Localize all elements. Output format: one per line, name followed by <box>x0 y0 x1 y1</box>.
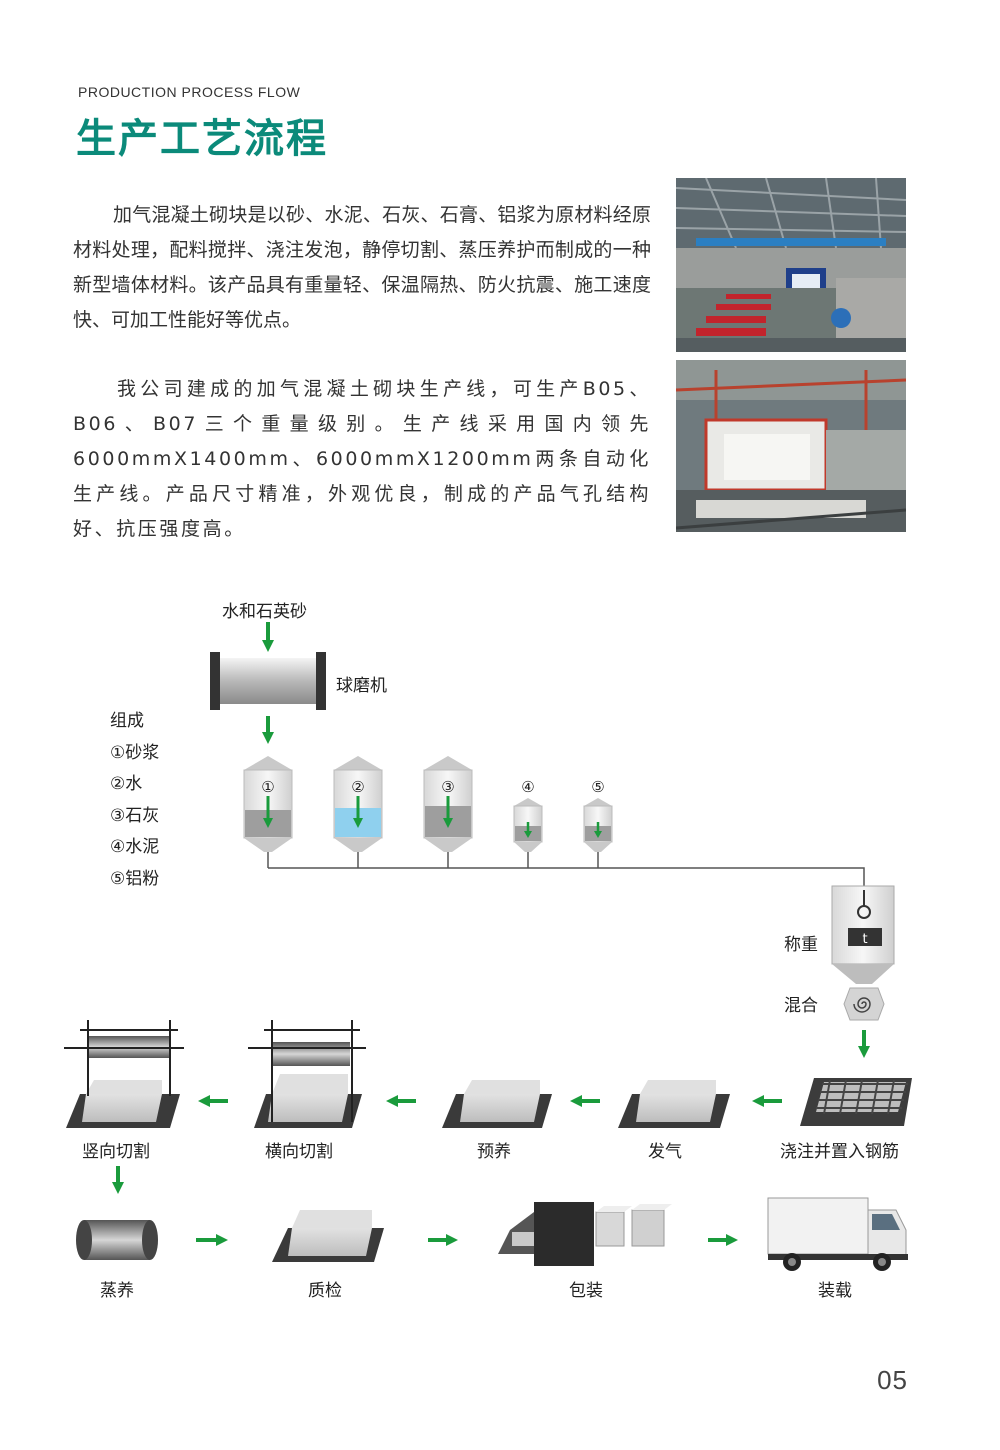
process-flow-diagram: ① ② ③ ④ ⑤ t <box>64 622 912 1271</box>
step-precure-label: 预养 <box>477 1142 511 1162</box>
silo-number: ③ <box>441 778 454 796</box>
flow-arrow-down <box>262 716 274 744</box>
packaging-icon <box>498 1202 672 1266</box>
component-item: ①砂浆 <box>110 742 160 763</box>
silo-4-icon <box>513 798 543 852</box>
weigh-label: 称重 <box>784 935 818 955</box>
flow-arrow-left <box>570 1095 600 1107</box>
flow-arrow-left <box>386 1095 416 1107</box>
weigh-unit: t <box>862 932 867 947</box>
mixer-icon <box>843 987 885 1021</box>
intro-paragraph-2: 我公司建成的加气混凝土砌块生产线，可生产B05、B06、B07三个重量级别。生产… <box>73 378 651 540</box>
silo-number: ① <box>261 778 274 796</box>
page-title: 生产工艺流程 <box>76 116 328 162</box>
collector-pipe <box>267 852 865 886</box>
factory-photo-2 <box>676 360 906 532</box>
input-label: 水和石英砂 <box>222 602 307 622</box>
composition-list: 组成 ①砂浆 ②水 ③石灰 ④水泥 ⑤铝粉 <box>110 706 159 895</box>
flow-arrow-right <box>708 1234 738 1246</box>
flow-arrow-down <box>112 1166 124 1194</box>
mix-label: 混合 <box>784 996 818 1016</box>
flow-arrow-down <box>262 622 274 652</box>
vertical-cutting-icon <box>64 1020 184 1128</box>
silo-number: ⑤ <box>591 778 604 796</box>
autoclave-icon <box>76 1220 158 1260</box>
factory-photo-1 <box>676 178 906 352</box>
step-inspection-label: 质检 <box>308 1281 342 1301</box>
component-item: ③石灰 <box>110 805 160 826</box>
component-item: ⑤铝粉 <box>110 868 160 889</box>
step-loading-label: 装载 <box>818 1281 852 1301</box>
pour-rebar-icon <box>800 1078 912 1126</box>
flow-arrow-left <box>198 1095 228 1107</box>
ball-mill-label: 球磨机 <box>336 676 387 696</box>
silo-3-icon <box>423 756 473 852</box>
flow-arrow-left <box>752 1095 782 1107</box>
flow-arrow-right <box>428 1234 458 1246</box>
flow-arrow-down <box>858 1030 870 1058</box>
silo-2-icon <box>333 756 383 852</box>
silo-number: ② <box>351 778 364 796</box>
silo-5-icon <box>583 798 613 852</box>
weighing-hopper-icon <box>831 885 895 984</box>
silo-1-icon <box>243 756 293 852</box>
step-pour-label: 浇注并置入钢筋 <box>780 1142 899 1162</box>
inspection-block-icon <box>272 1210 384 1262</box>
step-steam-label: 蒸养 <box>100 1281 134 1301</box>
truck-icon <box>767 1197 908 1271</box>
step-vertical-cut-label: 竖向切割 <box>82 1142 150 1162</box>
ball-mill-icon <box>210 652 326 710</box>
foaming-block-icon <box>618 1080 730 1128</box>
composition-title: 组成 <box>110 711 144 731</box>
intro-paragraph-1: 加气混凝土砌块是以砂、水泥、石灰、石膏、铝浆为原材料经原材料处理，配料搅拌、浇注… <box>73 204 651 331</box>
component-item: ②水 <box>110 774 143 794</box>
flow-arrow-right <box>196 1234 228 1246</box>
step-packing-label: 包装 <box>569 1281 603 1301</box>
component-item: ④水泥 <box>110 837 160 857</box>
step-foam-label: 发气 <box>648 1142 682 1162</box>
section-eyebrow: PRODUCTION PROCESS FLOW <box>78 84 301 100</box>
horizontal-cutting-icon <box>248 1020 366 1128</box>
precuring-block-icon <box>442 1080 552 1128</box>
step-horizontal-cut-label: 横向切割 <box>265 1142 333 1162</box>
page-number: 05 <box>877 1365 908 1395</box>
silo-number: ④ <box>521 778 534 796</box>
